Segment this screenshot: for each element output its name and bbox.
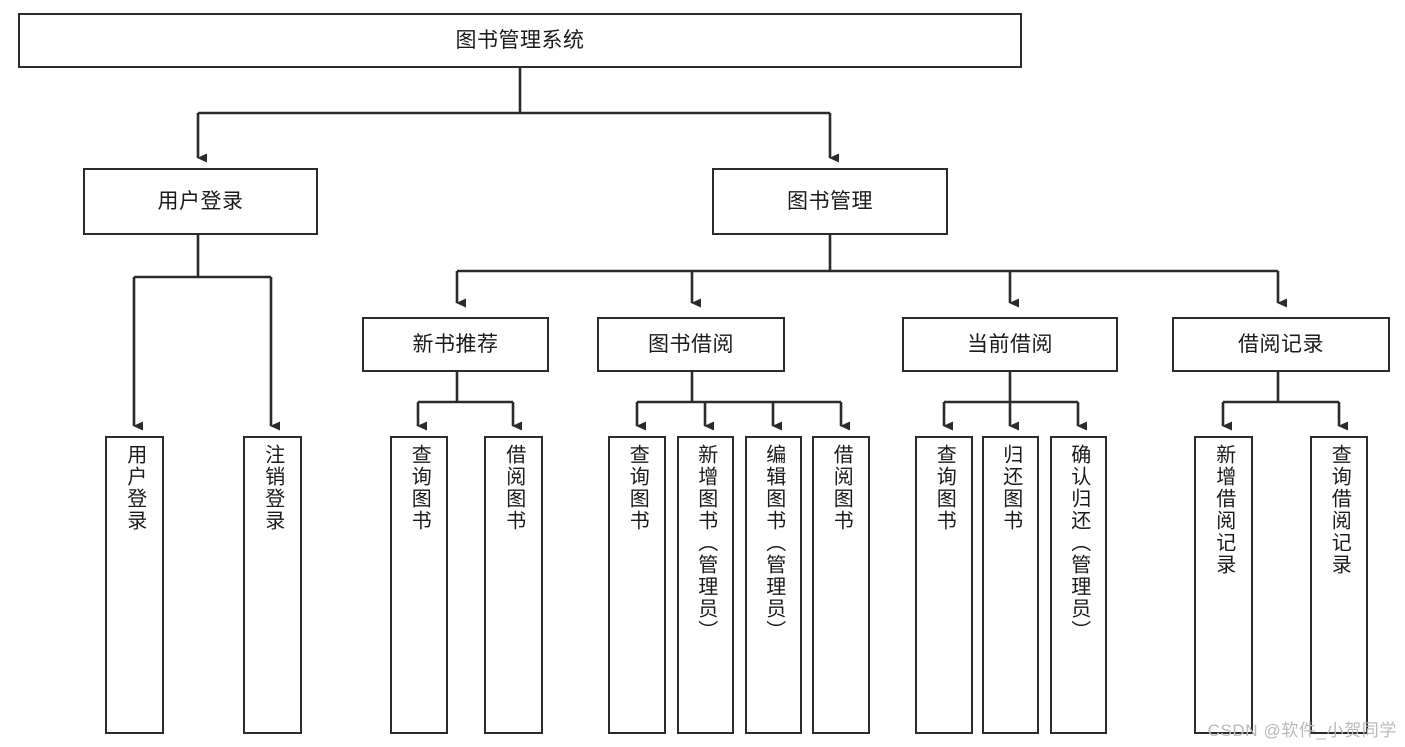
node-new-book-recommend[interactable]: 新书推荐 xyxy=(362,317,549,372)
node-leaf-borrow-book-2[interactable]: 借阅图书 xyxy=(812,436,870,734)
node-leaf-query-book-3-label: 查询图书 xyxy=(933,444,956,532)
node-leaf-add-book[interactable]: 新增图书（管理员） xyxy=(677,436,734,734)
node-leaf-logout-label: 注销登录 xyxy=(261,444,284,532)
node-leaf-confirm-return-label: 确认归还（管理员） xyxy=(1067,444,1090,642)
node-leaf-edit-book[interactable]: 编辑图书（管理员） xyxy=(745,436,802,734)
node-book-management[interactable]: 图书管理 xyxy=(712,168,948,235)
node-leaf-query-book-2-label: 查询图书 xyxy=(626,444,649,532)
node-leaf-user-login[interactable]: 用户登录 xyxy=(105,436,164,734)
node-leaf-query-book-1[interactable]: 查询图书 xyxy=(390,436,448,734)
node-root-label: 图书管理系统 xyxy=(455,28,585,52)
node-current-borrow-label: 当前借阅 xyxy=(967,332,1053,356)
node-leaf-add-record[interactable]: 新增借阅记录 xyxy=(1194,436,1253,734)
node-leaf-confirm-return[interactable]: 确认归还（管理员） xyxy=(1050,436,1107,734)
node-leaf-add-book-label: 新增图书（管理员） xyxy=(694,444,717,642)
node-leaf-logout[interactable]: 注销登录 xyxy=(243,436,302,734)
node-borrow-record-label: 借阅记录 xyxy=(1238,332,1324,356)
node-leaf-return-book[interactable]: 归还图书 xyxy=(982,436,1039,734)
node-leaf-query-book-2[interactable]: 查询图书 xyxy=(608,436,666,734)
node-leaf-user-login-label: 用户登录 xyxy=(123,444,146,532)
node-leaf-add-record-label: 新增借阅记录 xyxy=(1212,444,1235,576)
node-leaf-return-book-label: 归还图书 xyxy=(999,444,1022,532)
node-leaf-query-record[interactable]: 查询借阅记录 xyxy=(1310,436,1368,734)
node-leaf-borrow-book-1[interactable]: 借阅图书 xyxy=(484,436,543,734)
node-leaf-query-record-label: 查询借阅记录 xyxy=(1328,444,1351,576)
node-book-borrow[interactable]: 图书借阅 xyxy=(597,317,785,372)
node-user-login[interactable]: 用户登录 xyxy=(83,168,318,235)
node-root[interactable]: 图书管理系统 xyxy=(18,13,1022,68)
node-leaf-borrow-book-2-label: 借阅图书 xyxy=(830,444,853,532)
node-book-management-label: 图书管理 xyxy=(787,189,873,213)
node-leaf-edit-book-label: 编辑图书（管理员） xyxy=(762,444,785,642)
node-user-login-label: 用户登录 xyxy=(157,189,244,213)
node-leaf-borrow-book-1-label: 借阅图书 xyxy=(502,444,525,532)
node-borrow-record[interactable]: 借阅记录 xyxy=(1172,317,1390,372)
node-leaf-query-book-3[interactable]: 查询图书 xyxy=(915,436,973,734)
node-leaf-query-book-1-label: 查询图书 xyxy=(408,444,431,532)
node-current-borrow[interactable]: 当前借阅 xyxy=(902,317,1118,372)
node-new-book-recommend-label: 新书推荐 xyxy=(412,332,499,356)
node-book-borrow-label: 图书借阅 xyxy=(648,332,734,356)
